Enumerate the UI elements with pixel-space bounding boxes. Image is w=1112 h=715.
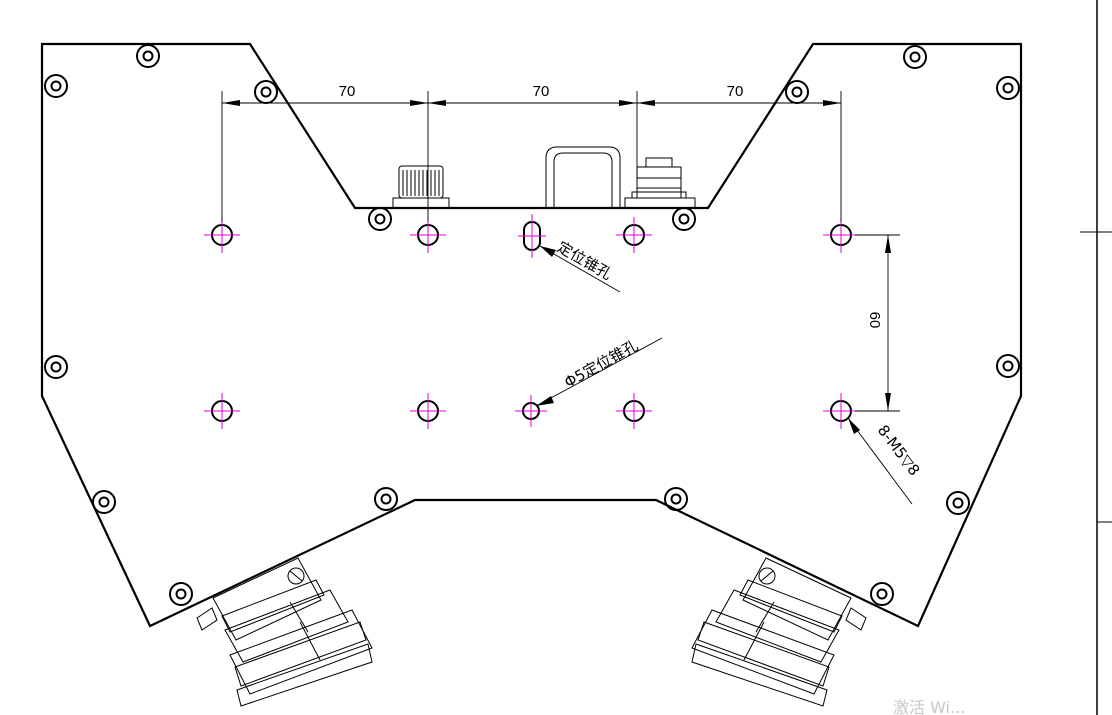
- screw-hole: [136, 44, 160, 68]
- left-lens: [196, 557, 373, 707]
- dim-pitch-right: 70: [727, 83, 744, 100]
- note-locating-slot: 定位锥孔: [554, 238, 615, 284]
- vertical-dimension: 60: [855, 234, 900, 412]
- leader-locating-slot: 定位锥孔: [539, 238, 621, 293]
- m5-holes: [204, 217, 859, 429]
- screw-hole: [870, 582, 894, 606]
- m5-hole: [410, 217, 446, 253]
- screw-hole: [92, 490, 116, 514]
- watermark-text: 激活 Wi...: [893, 698, 965, 715]
- screw-hole: [44, 74, 68, 98]
- horizontal-dimensions: 70 70 70: [221, 83, 842, 222]
- right-lens: [691, 557, 867, 707]
- screw-hole: [664, 487, 688, 511]
- dim-pitch-center: 70: [533, 83, 550, 100]
- m5-hole: [823, 393, 859, 429]
- screw-hole: [996, 354, 1020, 378]
- m5-hole: [204, 217, 240, 253]
- m5-hole: [616, 217, 652, 253]
- housing-outline: [40, 42, 1023, 628]
- m12-connector: [624, 157, 696, 209]
- m5-hole: [410, 393, 446, 429]
- locating-slot: [518, 214, 546, 258]
- m5-hole: [823, 217, 859, 253]
- leader-locating-hole: Φ5定位锥孔: [535, 336, 663, 407]
- screw-hole: [672, 207, 696, 231]
- screw-hole: [169, 582, 193, 606]
- screw-hole: [996, 76, 1020, 100]
- dim-pitch-left: 70: [339, 83, 356, 100]
- perimeter-screws: [44, 44, 1020, 606]
- locating-hole: [515, 395, 547, 427]
- bnc-connector: [392, 165, 450, 209]
- screw-hole: [368, 207, 392, 231]
- screw-hole: [374, 487, 398, 511]
- leader-thread-spec: 8-M5▽8: [847, 417, 924, 505]
- screw-hole: [254, 80, 278, 104]
- cable-gland: [545, 146, 621, 208]
- note-locating-hole: Φ5定位锥孔: [561, 336, 641, 391]
- dim-row-spacing: 60: [866, 312, 883, 329]
- screw-hole: [946, 491, 970, 515]
- m5-hole: [204, 393, 240, 429]
- m5-hole: [616, 393, 652, 429]
- screw-hole: [44, 355, 68, 379]
- screw-hole: [903, 45, 927, 69]
- note-thread-spec: 8-M5▽8: [874, 422, 924, 480]
- screw-hole: [785, 80, 809, 104]
